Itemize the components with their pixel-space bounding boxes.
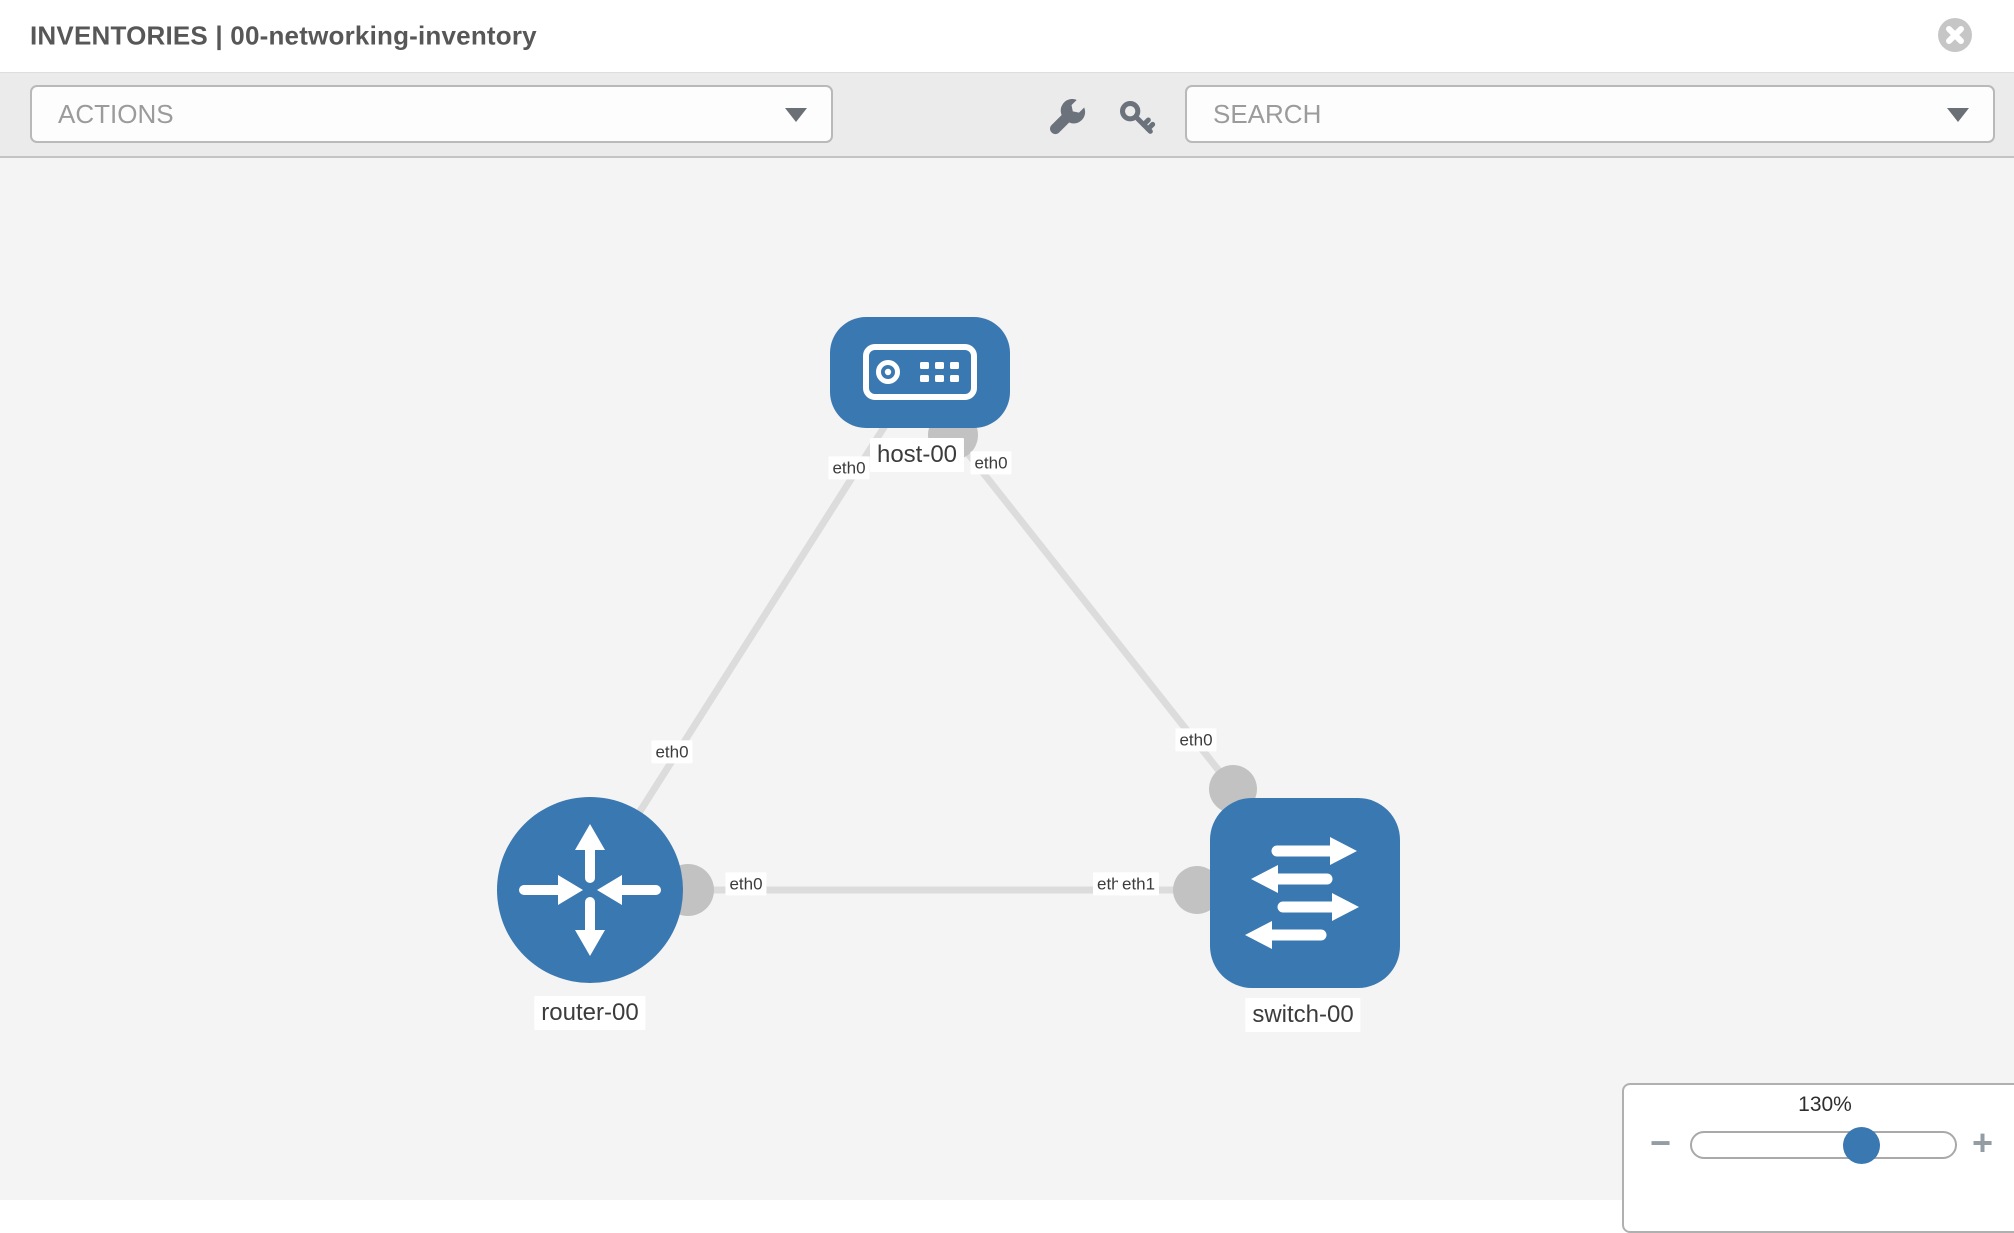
zoom-panel: 130% − + — [1622, 1083, 2014, 1233]
node-label-router-00: router-00 — [534, 996, 646, 1030]
zoom-out-button[interactable]: − — [1650, 1122, 1672, 1163]
link-host-00-router-00[interactable] — [587, 408, 898, 892]
header: INVENTORIES | 00-networking-inventory — [0, 0, 2014, 72]
interface-label: eth0 — [970, 451, 1012, 475]
chevron-down-icon — [1947, 108, 1969, 122]
search-placeholder: SEARCH — [1213, 98, 1322, 129]
close-icon — [1938, 18, 1972, 52]
switch-icon — [1245, 837, 1359, 949]
chevron-down-icon — [785, 108, 807, 122]
actions-dropdown[interactable]: ACTIONS — [30, 85, 833, 143]
wrench-icon — [1050, 99, 1086, 135]
node-label-switch-00: switch-00 — [1245, 998, 1361, 1032]
wrench-button[interactable] — [1048, 97, 1088, 137]
link-layer — [587, 408, 1257, 916]
toolbar: ACTIONS SEARCH — [0, 72, 2014, 158]
interface-label: eth1 — [1118, 872, 1160, 896]
zoom-in-button[interactable]: + — [1972, 1122, 1994, 1163]
interface-label: eth0 — [828, 456, 870, 480]
page-title: INVENTORIES | 00-networking-inventory — [30, 20, 537, 51]
router-icon — [519, 824, 661, 956]
zoom-slider-thumb[interactable] — [1842, 1127, 1880, 1164]
zoom-level-value: 130% — [1798, 1093, 1852, 1116]
node-label-host-00: host-00 — [869, 438, 965, 472]
host-icon — [863, 344, 977, 400]
search-dropdown[interactable]: SEARCH — [1185, 85, 1995, 143]
topology-canvas[interactable]: host-00 router-00 switch-00 eth0 eth0 eth0 eth… — [0, 158, 2014, 1200]
key-icon — [1120, 101, 1156, 134]
interface-label: eth0 — [1175, 728, 1217, 752]
key-button[interactable] — [1116, 97, 1156, 137]
interface-label: eth0 — [725, 872, 767, 896]
node-host-00[interactable] — [830, 316, 1010, 428]
actions-dropdown-label: ACTIONS — [58, 98, 174, 129]
zoom-slider-track[interactable] — [1690, 1131, 1957, 1159]
close-button[interactable] — [1936, 16, 1974, 54]
node-router-00[interactable] — [497, 797, 683, 983]
interface-label: eth0 — [651, 740, 693, 764]
interface-dot — [1173, 866, 1221, 914]
node-switch-00[interactable] — [1210, 798, 1400, 988]
